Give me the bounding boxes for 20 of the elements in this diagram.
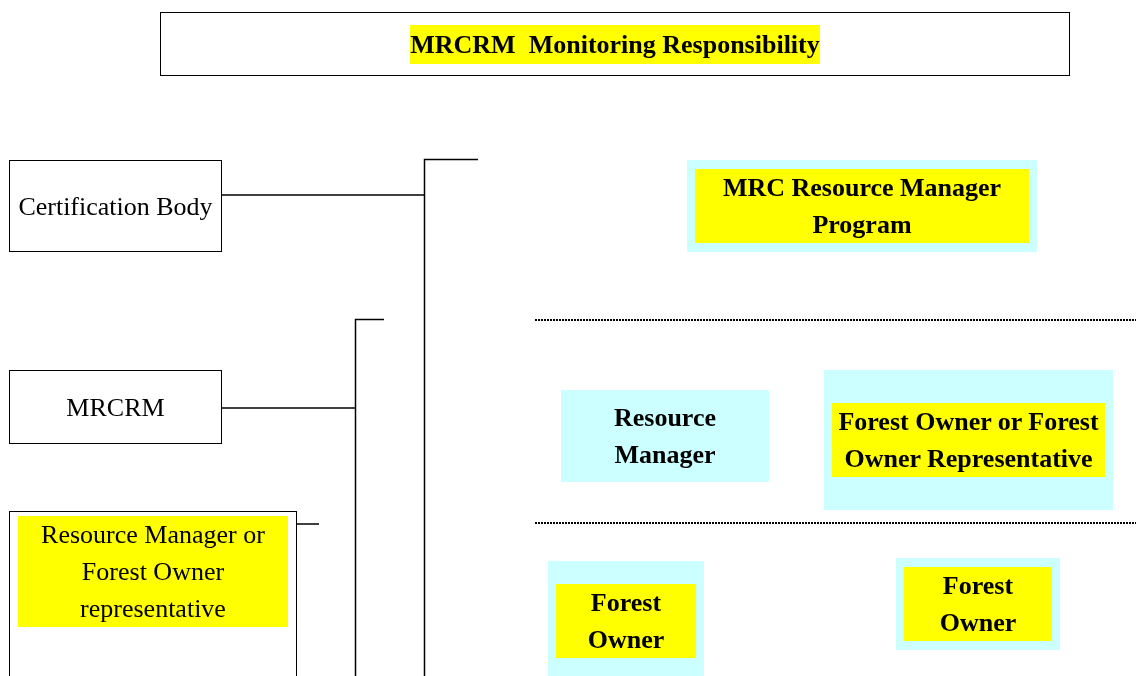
role-box bbox=[687, 160, 1037, 252]
box-label: Resource Manager bbox=[612, 402, 717, 471]
role-box bbox=[548, 561, 704, 676]
connector-line bbox=[221, 407, 356, 409]
box-label: MRC Resource Manager Program bbox=[695, 169, 1029, 243]
role-box bbox=[896, 558, 1060, 650]
box-label: Resource Manager or Forest Owner representative bbox=[18, 516, 288, 627]
box-label: Forest Owner bbox=[904, 567, 1052, 641]
role-box bbox=[561, 390, 769, 482]
box-label: Forest Owner or Forest Owner Representative bbox=[832, 403, 1105, 477]
connector-line bbox=[296, 523, 320, 525]
title: MRCRM Monitoring Responsibility bbox=[410, 24, 820, 64]
entity-box bbox=[9, 370, 222, 444]
entity-box bbox=[9, 511, 297, 676]
box-label: Certification Body bbox=[18, 190, 213, 223]
box-label: MRCRM bbox=[66, 391, 165, 424]
connector-line bbox=[221, 194, 425, 196]
box-label: Forest Owner bbox=[556, 584, 696, 658]
role-box bbox=[824, 370, 1113, 510]
entity-box bbox=[9, 160, 222, 252]
